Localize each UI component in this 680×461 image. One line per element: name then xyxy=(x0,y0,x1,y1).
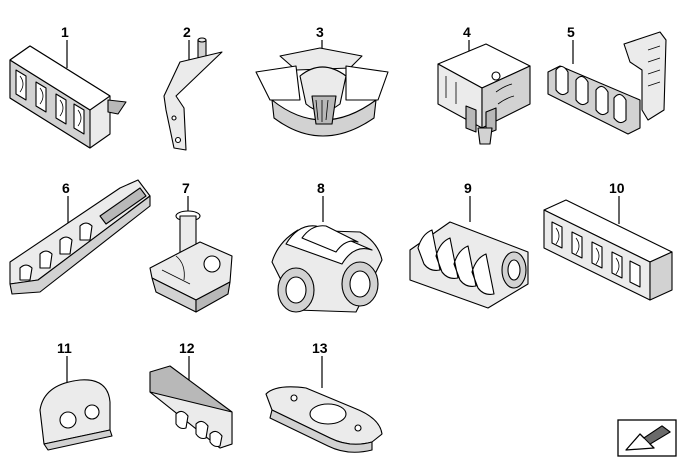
part-2[interactable]: 2 xyxy=(163,24,223,151)
callout-3: 3 xyxy=(316,24,324,40)
callout-6: 6 xyxy=(62,180,70,196)
part-4[interactable]: 4 xyxy=(437,24,531,145)
callout-5: 5 xyxy=(567,24,575,40)
part-10[interactable]: 10 xyxy=(543,180,673,301)
part-13[interactable]: 13 xyxy=(265,340,383,453)
callout-13: 13 xyxy=(312,340,328,356)
callout-4: 4 xyxy=(463,24,471,40)
callout-1: 1 xyxy=(61,24,69,40)
part-11[interactable]: 11 xyxy=(39,340,113,451)
part-8[interactable]: 8 xyxy=(271,180,383,313)
callout-12: 12 xyxy=(179,340,195,356)
part-3[interactable]: 3 xyxy=(255,24,389,137)
callout-7: 7 xyxy=(182,180,190,196)
callout-10: 10 xyxy=(609,180,625,196)
callout-11: 11 xyxy=(57,340,72,356)
part-7[interactable]: 7 xyxy=(149,180,233,313)
part-6[interactable]: 6 xyxy=(9,179,151,295)
part-12[interactable]: 12 xyxy=(149,340,233,449)
part-5[interactable]: 5 xyxy=(547,24,667,135)
callout-2: 2 xyxy=(183,24,191,40)
part-1[interactable]: 1 xyxy=(9,24,127,149)
callout-8: 8 xyxy=(317,180,325,196)
arrow-view-icon xyxy=(617,419,677,457)
callout-9: 9 xyxy=(464,180,472,196)
part-9[interactable]: 9 xyxy=(409,180,529,309)
